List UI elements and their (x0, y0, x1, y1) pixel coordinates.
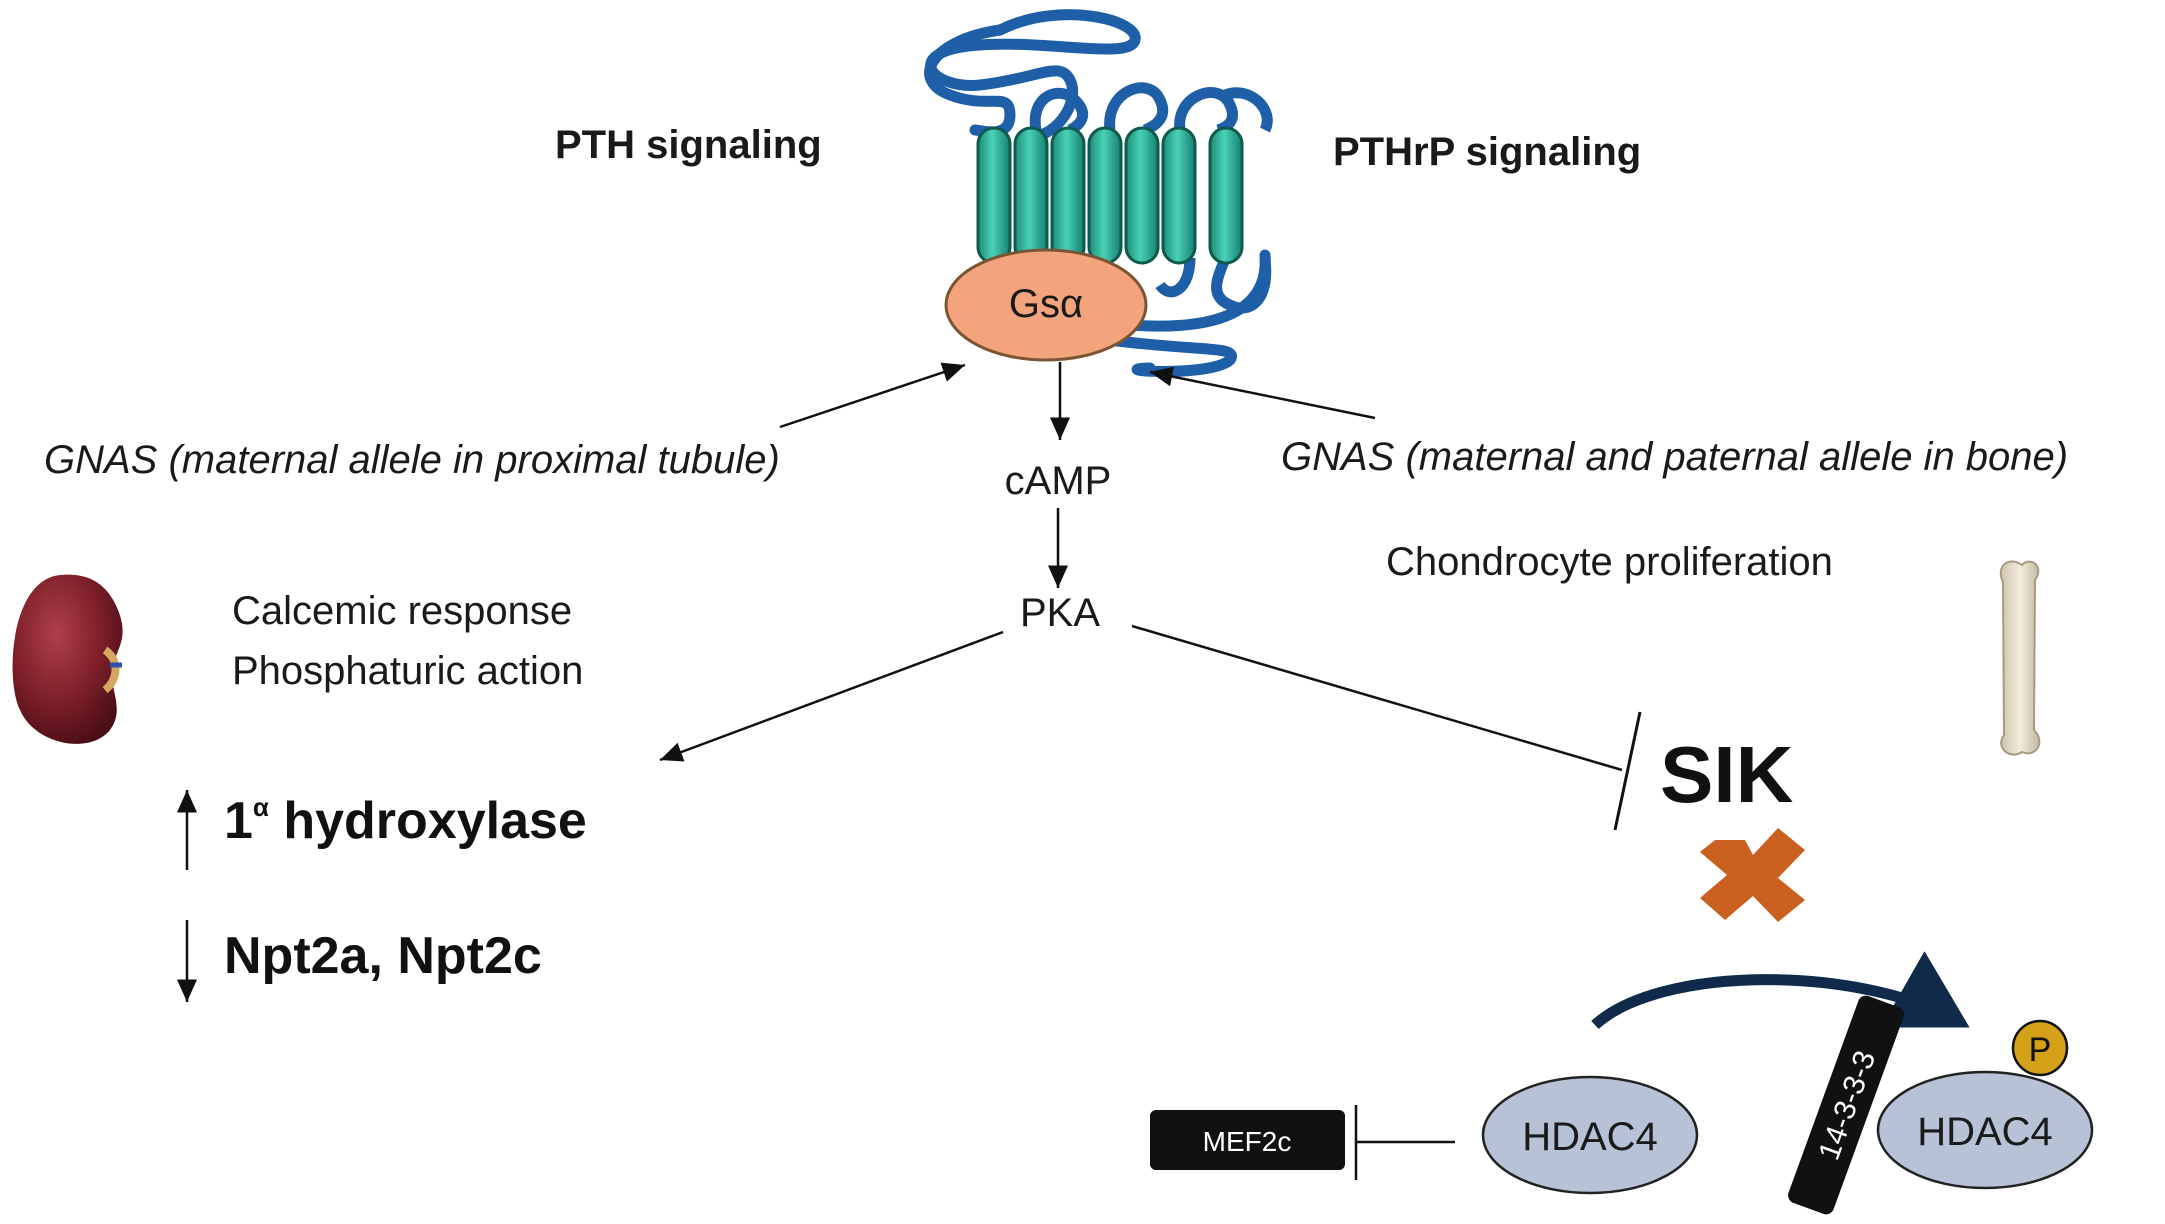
sik-inhibition-bar (1613, 711, 1642, 831)
pka-to-renal-arrow (659, 630, 1004, 762)
receptor-icon (924, 9, 1273, 377)
transmembrane-helices (976, 126, 1244, 265)
camp-label: cAMP (1005, 459, 1112, 503)
gnas-left-arrow (779, 362, 966, 429)
hdac4-left: HDAC4 (1481, 1075, 1699, 1195)
hydroxylase-label: 1α hydroxylase (224, 792, 587, 850)
gnas-right-arrow (1149, 366, 1376, 420)
phosphaturic-action-label: Phosphaturic action (232, 649, 583, 693)
calcemic-response-label: Calcemic response (232, 589, 572, 633)
gsa-label: Gsα (1009, 282, 1083, 326)
mef2c-label: MEF2c (1203, 1126, 1292, 1157)
npt-label: Npt2a, Npt2c (224, 927, 542, 985)
gnas-left-label: GNAS (maternal allele in proximal tubule… (44, 438, 780, 482)
bone-icon (1999, 560, 2041, 756)
phospho-label: P (2029, 1031, 2052, 1069)
hdac4-right-label: HDAC4 (1917, 1110, 2053, 1154)
pka-label: PKA (1020, 591, 1100, 635)
block-x-icon (1700, 828, 1805, 922)
mef2c-box: MEF2c (1150, 1110, 1345, 1170)
phospho-badge: P (2011, 1019, 2069, 1077)
phosphorylation-curved-arrow (1591, 951, 1970, 1030)
gnas-right-label: GNAS (maternal and paternal allele in bo… (1281, 435, 2068, 479)
gsa-protein: Gsα (944, 248, 1148, 362)
pthrp-signaling-label: PTHrP signaling (1333, 130, 1641, 174)
hdac4-left-label: HDAC4 (1522, 1115, 1658, 1159)
pth-signaling-label: PTH signaling (555, 123, 822, 167)
sik-label: SIK (1660, 730, 1794, 819)
pka-inhibits-sik-line (1131, 624, 1623, 772)
kidney-icon (12, 574, 123, 744)
hdac4-right: HDAC4 (1876, 1070, 2094, 1190)
chondrocyte-label: Chondrocyte proliferation (1386, 540, 1833, 584)
